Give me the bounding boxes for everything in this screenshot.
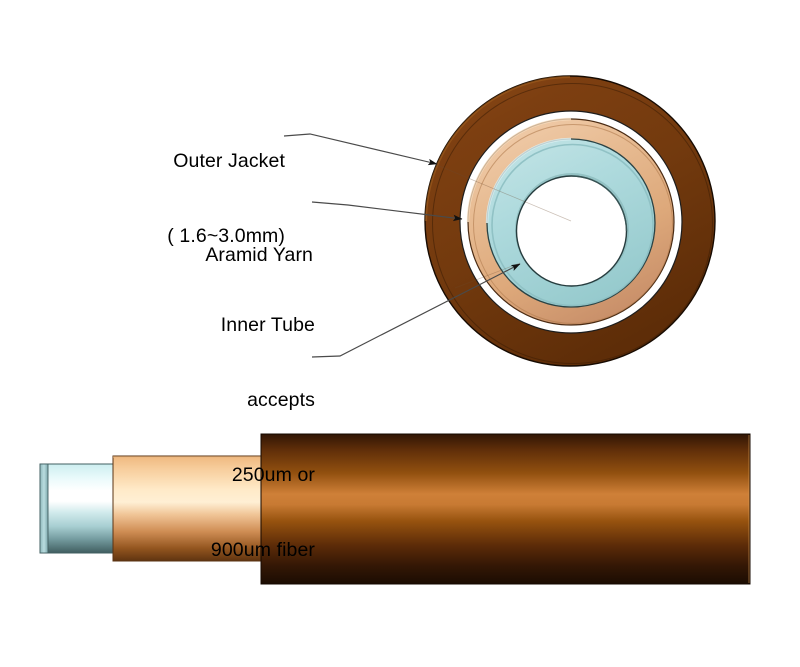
callout-aramid-yarn: Aramid Yarn [0,193,313,318]
callout-inner-tube-line-4: 900um fiber [210,539,315,561]
fiber-bore-inner-rim [571,175,628,232]
callout-aramid-yarn-line-1: Aramid Yarn [205,244,313,266]
callout-inner-tube: Inner Tube accepts 250um or 900um fiber [0,263,315,613]
leader-line-inner-tube [311,263,521,358]
inner-tube-highlight-arc [485,137,572,224]
side-view-inner-tube-end-cap [39,463,49,554]
outer-jacket-highlight-arc [424,75,571,222]
callout-outer-jacket-line-1: Outer Jacket [173,150,285,172]
leader-line-outer-jacket [283,133,438,166]
callout-inner-tube-line-2: accepts [247,389,315,411]
callout-inner-tube-line-3: 250um or [231,464,315,486]
side-view-inner-tube [39,463,115,554]
leader-line-aramid-yarn [311,201,463,222]
callout-outer-jacket-line-2: ( 1.6~3.0mm) [167,225,285,247]
aramid-yarn-highlight-arc [466,117,572,223]
aramid-yarn-depth-rim [473,124,673,324]
side-view-aramid-yarn [112,455,263,562]
section-guide-line-lower [454,262,521,289]
cross-section-view [424,75,716,367]
inner-tube-outer-rim [491,143,654,307]
callout-outer-jacket: Outer Jacket ( 1.6~3.0mm) [0,99,285,299]
side-view-outer-jacket [260,433,751,585]
outer-jacket-depth-rim [432,83,713,364]
callout-inner-tube-line-1: Inner Tube [220,314,315,336]
side-view [39,433,751,585]
callout-leaders [283,133,521,358]
section-guide-line-upper [436,164,572,222]
